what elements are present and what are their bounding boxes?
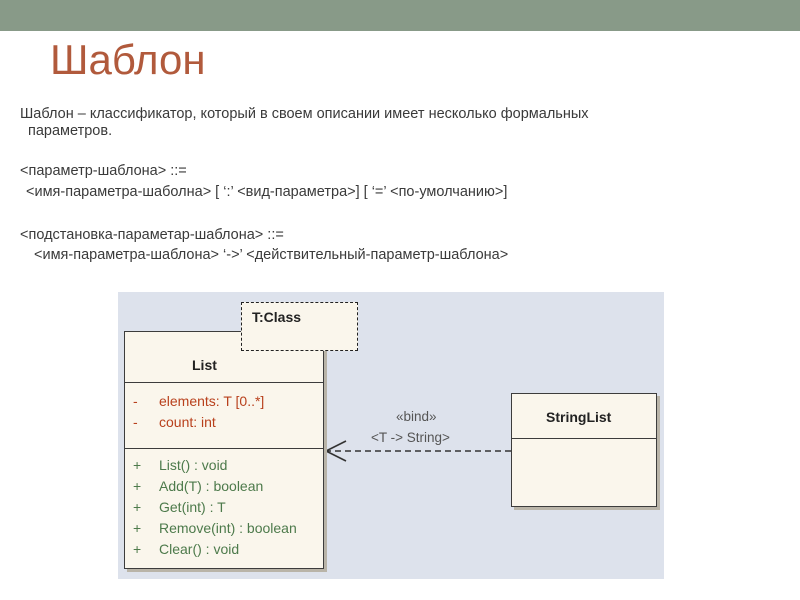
intro-text-line-2: параметров.	[28, 123, 113, 139]
bind-stereotype-label: «bind»	[396, 409, 437, 424]
template-parameter-label: T:Class	[252, 309, 302, 325]
operation-row: + Add(T) : boolean	[125, 476, 323, 497]
bind-arrowhead-icon	[324, 440, 347, 462]
grammar-line-3: <подстановка-параметар-шаблона> ::=	[20, 227, 284, 243]
list-class-name: List	[192, 357, 217, 373]
operation-row: + Remove(int) : boolean	[125, 518, 323, 539]
stringlist-class-box[interactable]: StringList	[511, 393, 657, 507]
grammar-line-4: <имя-параметра-шаблона> ‘->’ <действител…	[34, 247, 509, 263]
operation-text: Get(int) : T	[159, 499, 226, 515]
visibility-marker: +	[133, 478, 142, 494]
visibility-marker: +	[133, 499, 142, 515]
intro-text-line-1: Шаблон – классификатор, который в своем …	[20, 106, 589, 122]
visibility-marker: +	[133, 541, 142, 557]
list-class-name-compartment: List	[125, 332, 323, 383]
operation-text: Add(T) : boolean	[159, 478, 264, 494]
attribute-text: count: int	[159, 414, 216, 430]
visibility-marker: -	[133, 414, 138, 430]
grammar-line-1: <параметр-шаблона> ::=	[20, 163, 187, 179]
list-class-box[interactable]: List - elements: T [0..*] - count: int +…	[124, 331, 324, 569]
operation-row: + Get(int) : T	[125, 497, 323, 518]
visibility-marker: +	[133, 457, 142, 473]
list-attributes-compartment: - elements: T [0..*] - count: int	[125, 383, 323, 449]
stringlist-class-name: StringList	[546, 409, 612, 425]
slide-title: Шаблон	[50, 36, 206, 83]
bind-substitution-label: <T -> String>	[371, 430, 450, 445]
stringlist-class-name-compartment: StringList	[512, 394, 656, 439]
operation-text: List() : void	[159, 457, 228, 473]
operation-text: Clear() : void	[159, 541, 240, 557]
list-operations-compartment: + List() : void + Add(T) : boolean + Get…	[125, 449, 323, 560]
grammar-line-2: <имя-параметра-шаболна> [ ‘:’ <вид-парам…	[26, 184, 508, 200]
attribute-row: - count: int	[125, 412, 323, 433]
attribute-text: elements: T [0..*]	[159, 393, 265, 409]
operation-row: + Clear() : void	[125, 539, 323, 560]
attribute-row: - elements: T [0..*]	[125, 391, 323, 412]
operation-row: + List() : void	[125, 455, 323, 476]
visibility-marker: +	[133, 520, 142, 536]
template-parameter-box[interactable]: T:Class	[241, 302, 358, 351]
visibility-marker: -	[133, 393, 138, 409]
operation-text: Remove(int) : boolean	[159, 520, 297, 536]
top-bar	[0, 0, 800, 31]
